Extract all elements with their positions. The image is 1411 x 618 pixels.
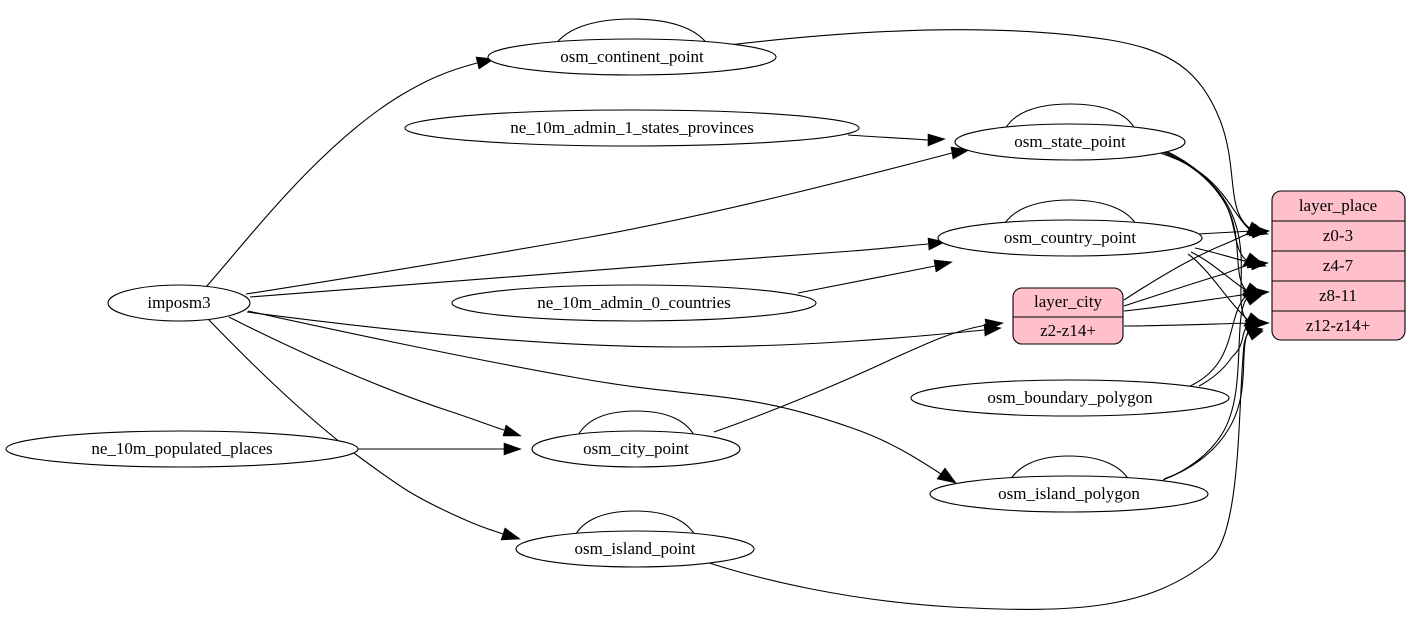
node-label-osm_continent_point: osm_continent_point <box>560 47 704 66</box>
node-label-osm_island_point: osm_island_point <box>575 539 696 558</box>
record-row-layer_place-z8-11[interactable]: z8-11 <box>1319 286 1357 305</box>
record-row-layer_place-z0-3[interactable]: z0-3 <box>1323 226 1353 245</box>
edge-osm_state_point-to-layer_place-z8-11 <box>1162 150 1263 297</box>
node-label-osm_city_point: osm_city_point <box>583 439 689 458</box>
edge-layer_city-to-layer_place-z4-7 <box>1123 257 1269 307</box>
edge-ne_10m_populated_places-to-osm_city_point <box>358 442 522 456</box>
edge-ne_10m_admin_1_states_provinces-to-osm_state_point <box>847 133 946 147</box>
node-label-osm_state_point: osm_state_point <box>1014 132 1126 151</box>
node-osm_state_point[interactable]: osm_state_point <box>954 123 1186 161</box>
node-osm_continent_point[interactable]: osm_continent_point <box>487 38 777 76</box>
record-row-layer_place-title: layer_place <box>1299 196 1377 215</box>
record-node-layer_place[interactable]: layer_place z0-3 z4-7 z8-11 z12-z14+ <box>1271 190 1406 341</box>
edge-imposm3-to-osm_continent_point <box>205 56 495 288</box>
node-osm_country_point[interactable]: osm_country_point <box>937 219 1203 257</box>
edge-imposm3-to-osm_city_point <box>228 316 522 437</box>
edge-layer <box>205 18 1270 610</box>
node-imposm3[interactable]: imposm3 <box>107 284 251 322</box>
edge-osm_city_point-to-layer_city <box>713 318 1004 433</box>
edge-imposm3-to-osm_state_point <box>245 146 970 295</box>
edge-layer_city-to-layer_place-z0-3 <box>1123 225 1270 301</box>
node-label-ne_10m_admin_1_states_provinces: ne_10m_admin_1_states_provinces <box>510 118 754 137</box>
edge-osm_state_point-to-layer_place-z0-3 <box>1159 152 1266 236</box>
node-layer: imposm3 ne_10m_admin_1_states_provinces … <box>5 38 1230 568</box>
record-node-layer_city[interactable]: layer_city z2-z14+ <box>1012 287 1124 345</box>
node-osm_island_polygon[interactable]: osm_island_polygon <box>929 475 1209 513</box>
record-row-layer_place-z4-7[interactable]: z4-7 <box>1323 256 1354 275</box>
node-label-ne_10m_populated_places: ne_10m_populated_places <box>91 439 272 458</box>
node-label-osm_island_polygon: osm_island_polygon <box>998 484 1140 503</box>
node-label-imposm3: imposm3 <box>147 293 210 312</box>
node-osm_island_point[interactable]: osm_island_point <box>515 530 755 568</box>
node-label-osm_country_point: osm_country_point <box>1004 228 1136 247</box>
edge-ne_10m_admin_0_countries-to-osm_country_point <box>797 259 953 294</box>
node-ne_10m_populated_places[interactable]: ne_10m_populated_places <box>5 430 359 468</box>
edge-imposm3-to-osm_island_polygon <box>247 310 957 484</box>
record-row-layer_place-z12-z14[interactable]: z12-z14+ <box>1306 316 1370 335</box>
edge-osm_island_polygon-to-layer_place-z8-11 <box>1162 292 1262 481</box>
node-label-ne_10m_admin_0_countries: ne_10m_admin_0_countries <box>537 293 731 312</box>
node-ne_10m_admin_0_countries[interactable]: ne_10m_admin_0_countries <box>451 284 817 322</box>
node-osm_boundary_polygon[interactable]: osm_boundary_polygon <box>910 379 1230 417</box>
node-osm_city_point[interactable]: osm_city_point <box>531 430 741 468</box>
record-layer: layer_place z0-3 z4-7 z8-11 z12-z14+ lay… <box>1012 190 1406 345</box>
edge-imposm3-to-osm_island_point <box>207 318 521 541</box>
record-row-layer_city-z2-z14[interactable]: z2-z14+ <box>1040 321 1096 340</box>
node-ne_10m_admin_1_states_provinces[interactable]: ne_10m_admin_1_states_provinces <box>404 109 860 147</box>
record-row-layer_city-title: layer_city <box>1034 292 1102 311</box>
edge-osm_island_point-to-layer_place-z12 <box>699 326 1264 610</box>
node-label-osm_boundary_polygon: osm_boundary_polygon <box>987 388 1153 407</box>
